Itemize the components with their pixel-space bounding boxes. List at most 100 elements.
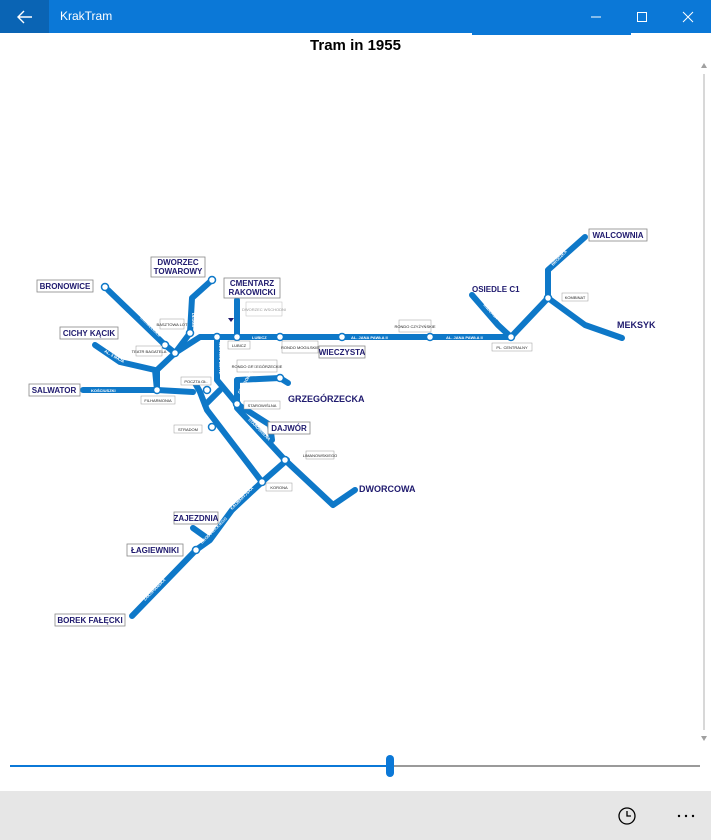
close-button[interactable] (665, 0, 711, 33)
slider-thumb (386, 755, 394, 777)
command-bar (0, 791, 711, 840)
stop-marker (337, 332, 347, 342)
label-box (305, 450, 335, 460)
map-label: RAKOWICKI (228, 288, 275, 297)
tram-route (508, 234, 588, 340)
slider-fill (10, 765, 390, 767)
label-meksyk: MEKSYK (617, 320, 656, 330)
stop-marker (207, 275, 217, 285)
label-box (36, 279, 94, 293)
close-icon (682, 11, 694, 22)
stop-marker (160, 340, 170, 350)
label-box (267, 421, 311, 435)
vertical-scrollbar[interactable] (699, 60, 709, 744)
label-borek-falecki: BOREK FAŁĘCKI (57, 616, 122, 625)
label-grzegorzecka: GRZEGÓRZECKA (288, 393, 365, 404)
more-icon (677, 814, 695, 818)
stop-marker (257, 477, 267, 487)
label-box (281, 340, 319, 354)
tram-route (154, 350, 178, 393)
label-dworcowa: DWORCOWA (359, 484, 416, 494)
stop-marker (191, 545, 201, 555)
label-box (561, 292, 589, 302)
tram-route (545, 295, 625, 341)
map-label: LUBICZ (252, 335, 267, 340)
map-label: POCZTA GŁ. (184, 379, 207, 384)
label-box (173, 511, 219, 525)
stop-marker (185, 328, 195, 338)
map-label: PL. CENTRALNY (496, 345, 528, 350)
stop-labels: BASZTOWA LOT TEATR BAGATELA POCZTA GŁ. F… (132, 292, 589, 492)
map-label: KOMBINAT (565, 295, 586, 300)
label-box (398, 319, 432, 333)
label-bronowice: BRONOWICE (40, 282, 91, 291)
map-label: STAROWIŚLNA (248, 403, 277, 408)
label-walcownia: WALCOWNIA (592, 231, 643, 240)
stop-marker (170, 348, 180, 358)
label-zajezdnia: ZAJEZDNIA (174, 514, 219, 523)
label-box (236, 359, 278, 373)
label-dajwor: DAJWÓR (271, 424, 307, 433)
tram-route (214, 334, 240, 407)
label-box (135, 345, 163, 357)
maximize-button[interactable] (619, 0, 665, 33)
label-box (245, 301, 283, 317)
map-label: TOWAROWY (154, 267, 203, 276)
map-label: RONDO CZYŻYŃSKIE (394, 324, 435, 329)
stop-marker (207, 422, 217, 432)
tram-route (469, 292, 514, 340)
stop-markers (100, 275, 553, 555)
label-box (54, 613, 126, 627)
more-button[interactable] (670, 800, 702, 832)
scroll-down-icon (701, 736, 707, 741)
tram-route (202, 387, 223, 408)
label-box (126, 543, 184, 557)
map-label: LIMANOWSKIEGO (303, 453, 337, 458)
stop-marker (543, 293, 553, 303)
map-label: RONDO MOGILSKIE (281, 345, 319, 350)
title-bar: KrakTram (0, 0, 711, 33)
stop-marker (232, 399, 242, 409)
app-title: KrakTram (60, 9, 113, 23)
label-dworzec-towarowy: DWORZEC (157, 258, 199, 267)
tram-route (259, 457, 290, 485)
label-box (243, 400, 281, 410)
label-box (318, 345, 366, 359)
page-title: Tram in 1955 (310, 37, 401, 54)
label-box (491, 342, 533, 352)
tab-indicator (472, 33, 631, 35)
map-label: KORONA (270, 485, 288, 490)
tram-route (190, 525, 210, 541)
label-box (223, 277, 281, 299)
clock-icon (618, 807, 636, 825)
stop-marker (506, 332, 516, 342)
map-label: AL. JANA PAWŁA II (351, 335, 388, 340)
minimize-icon (591, 16, 601, 17)
map-label: KOŚCIUSZKI (91, 388, 116, 393)
label-box (227, 340, 251, 350)
map-label: AL. JANA PAWŁA II (446, 335, 483, 340)
back-button[interactable] (0, 0, 49, 33)
map-label: WESTERPLATTE (218, 342, 223, 375)
stop-marker (275, 373, 285, 383)
map-label: FILHARMONIA (144, 398, 172, 403)
label-box (159, 318, 185, 330)
label-box (150, 256, 206, 278)
map-label: ZAKOPIAŃSKA (142, 577, 166, 601)
label-box (588, 228, 648, 242)
stop-marker (212, 332, 222, 342)
year-slider[interactable] (10, 754, 700, 778)
arrow-left-icon (16, 10, 32, 23)
map-label: LUBICZ (232, 343, 247, 348)
label-box (265, 482, 293, 492)
map-label: STRADOM (178, 427, 198, 432)
map-label: DWORZEC WSCHODNI (242, 307, 286, 312)
history-button[interactable] (611, 800, 643, 832)
map-label: RONDO GRZEGÓRZECKIE (232, 364, 283, 369)
label-osiedle-c1: OSIEDLE C1 (472, 285, 520, 294)
label-lagiewniki: ŁAGIEWNIKI (131, 546, 179, 555)
tram-route (172, 334, 514, 356)
map-label: DŁUGA (191, 313, 196, 327)
minimize-button[interactable] (573, 0, 619, 33)
